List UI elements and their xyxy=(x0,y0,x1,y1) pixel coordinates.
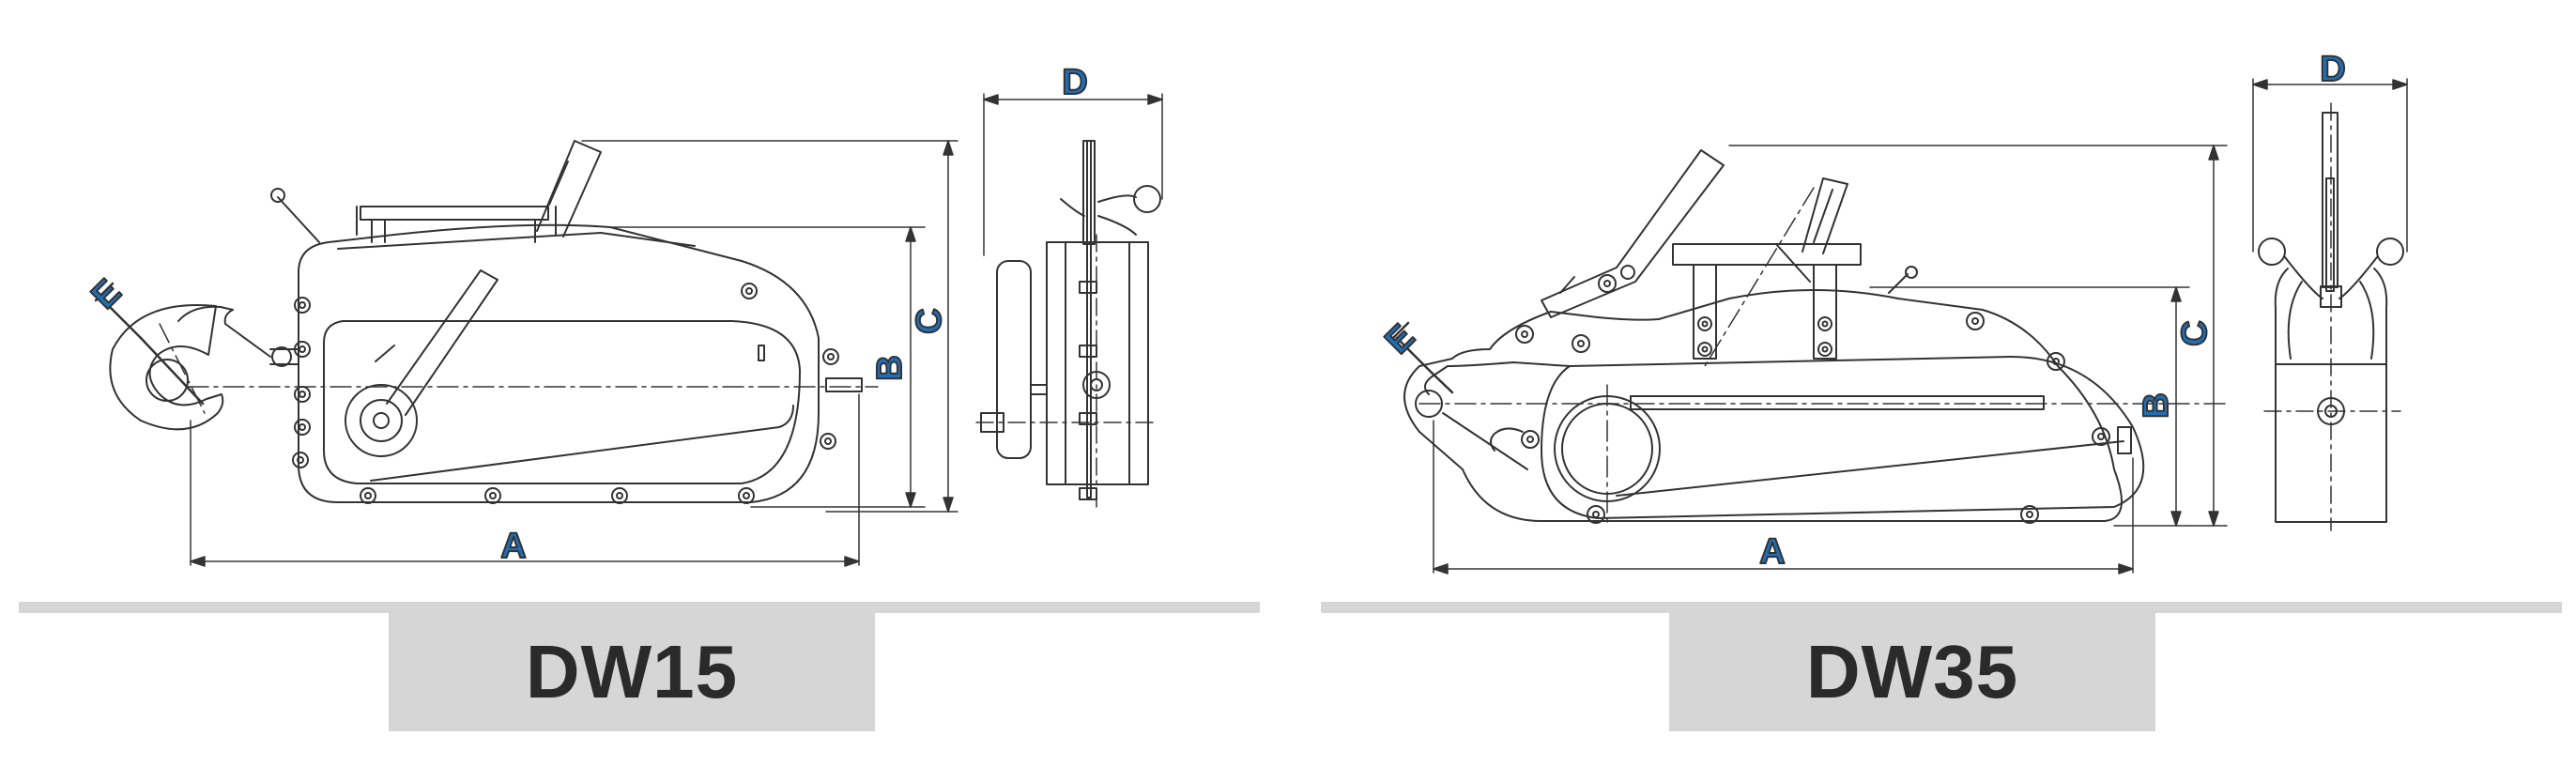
dw15-dim-a-label: A xyxy=(500,527,526,566)
dw35-d-dimension xyxy=(2252,78,2408,253)
dw35-dim-e-label: E xyxy=(1378,317,1423,362)
dw15-dim-e-label: E xyxy=(84,272,130,317)
dw15-side-view xyxy=(94,140,879,504)
dw15-dim-c-label: C xyxy=(910,308,949,333)
dw35-dim-c-label: C xyxy=(2175,320,2215,345)
dw15-d-dimension xyxy=(983,93,1163,256)
dw35-dim-b-label: B xyxy=(2137,392,2176,418)
dw15-dim-d-label: D xyxy=(1062,63,1087,102)
dw35-divider-band xyxy=(1321,602,2562,613)
dw35-model-label: DW35 xyxy=(1805,630,2019,713)
dw15-front-view xyxy=(975,140,1161,508)
dw35-dim-a-label: A xyxy=(1759,532,1785,572)
dw35-front-view xyxy=(2258,102,2404,531)
dw35-technical-drawing: A B C D E xyxy=(1377,49,2408,575)
dw35-side-view xyxy=(1388,149,2228,527)
panel-dw35: A B C D E DW35 xyxy=(1288,0,2576,782)
dw15-dimension-lines xyxy=(190,140,958,567)
dw35-dimension-lines xyxy=(1433,145,2228,575)
dw35-dim-d-label: D xyxy=(2320,50,2345,89)
dw15-technical-drawing: A B C D E xyxy=(84,62,1163,567)
dw35-model-box: DW35 xyxy=(1669,613,2155,731)
dw15-model-box: DW15 xyxy=(389,613,875,731)
panel-dw15: A B C D E DW15 xyxy=(19,62,1260,731)
dw15-divider-band xyxy=(19,602,1260,613)
dw15-dim-b-label: B xyxy=(870,355,910,380)
dw15-model-label: DW15 xyxy=(525,630,739,713)
